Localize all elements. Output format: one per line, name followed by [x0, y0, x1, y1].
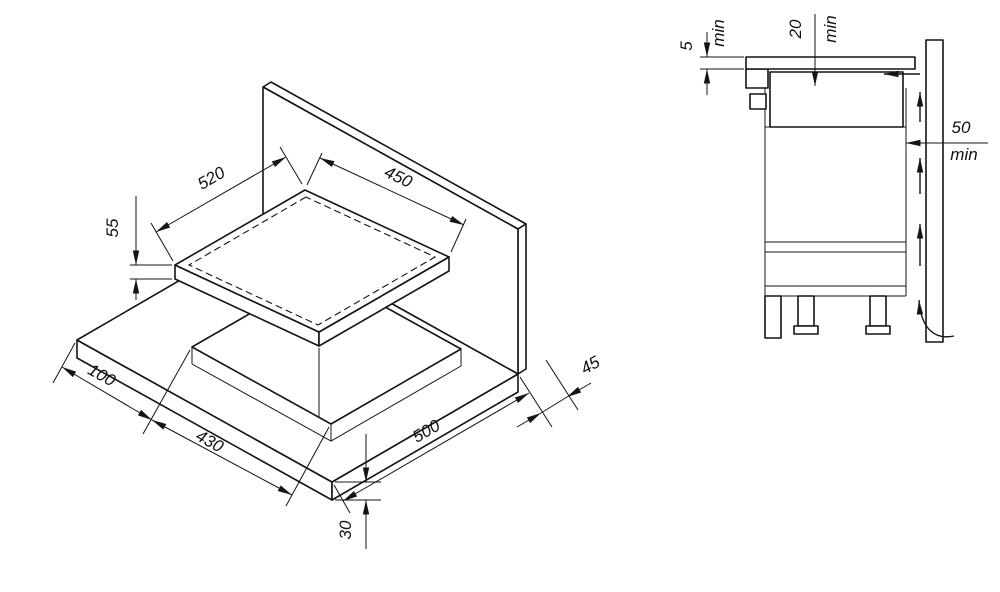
- section-view: 5 min 20 min 50 min: [677, 14, 988, 343]
- dim-worktop-thickness: 30: [335, 434, 381, 549]
- dim-worktop-thickness-label: 30: [336, 520, 355, 539]
- dim-rear-top-gap-unit: min: [821, 15, 840, 42]
- cabinet-leg: [793, 295, 819, 335]
- hob-glass-section: [745, 56, 916, 70]
- dim-wall-gap-unit: min: [950, 145, 977, 164]
- airflow: [884, 70, 955, 338]
- dim-rear-top-gap: 20 min: [786, 14, 840, 86]
- mounting-bracket: [749, 93, 767, 110]
- dim-hob-width-label: 520: [194, 163, 229, 194]
- dim-hob-height-label: 55: [103, 218, 122, 237]
- dim-rear-clearance: 45: [516, 352, 604, 428]
- dim-glass-proud-label: 5: [677, 41, 696, 51]
- isometric-view: 520 450 55 100 430: [52, 81, 604, 549]
- dim-wall-gap: 50 min: [906, 118, 988, 164]
- dim-rear-clearance-label: 45: [577, 352, 603, 378]
- dim-hob-height: 55: [103, 196, 172, 300]
- wall-section: [925, 39, 944, 343]
- airflow-arrow-intake: [916, 299, 955, 338]
- cabinet-leg: [865, 295, 891, 335]
- hob-body-section: [769, 71, 904, 128]
- worktop-section-left: [745, 68, 769, 89]
- dim-glass-proud-unit: min: [709, 19, 728, 46]
- dim-wall-gap-label: 50: [952, 118, 971, 137]
- dim-rear-top-gap-label: 20: [786, 19, 805, 39]
- hob-glass-edge: [187, 196, 437, 326]
- dim-glass-proud: 5 min: [677, 19, 744, 95]
- cabinet-plinth-section: [764, 295, 782, 339]
